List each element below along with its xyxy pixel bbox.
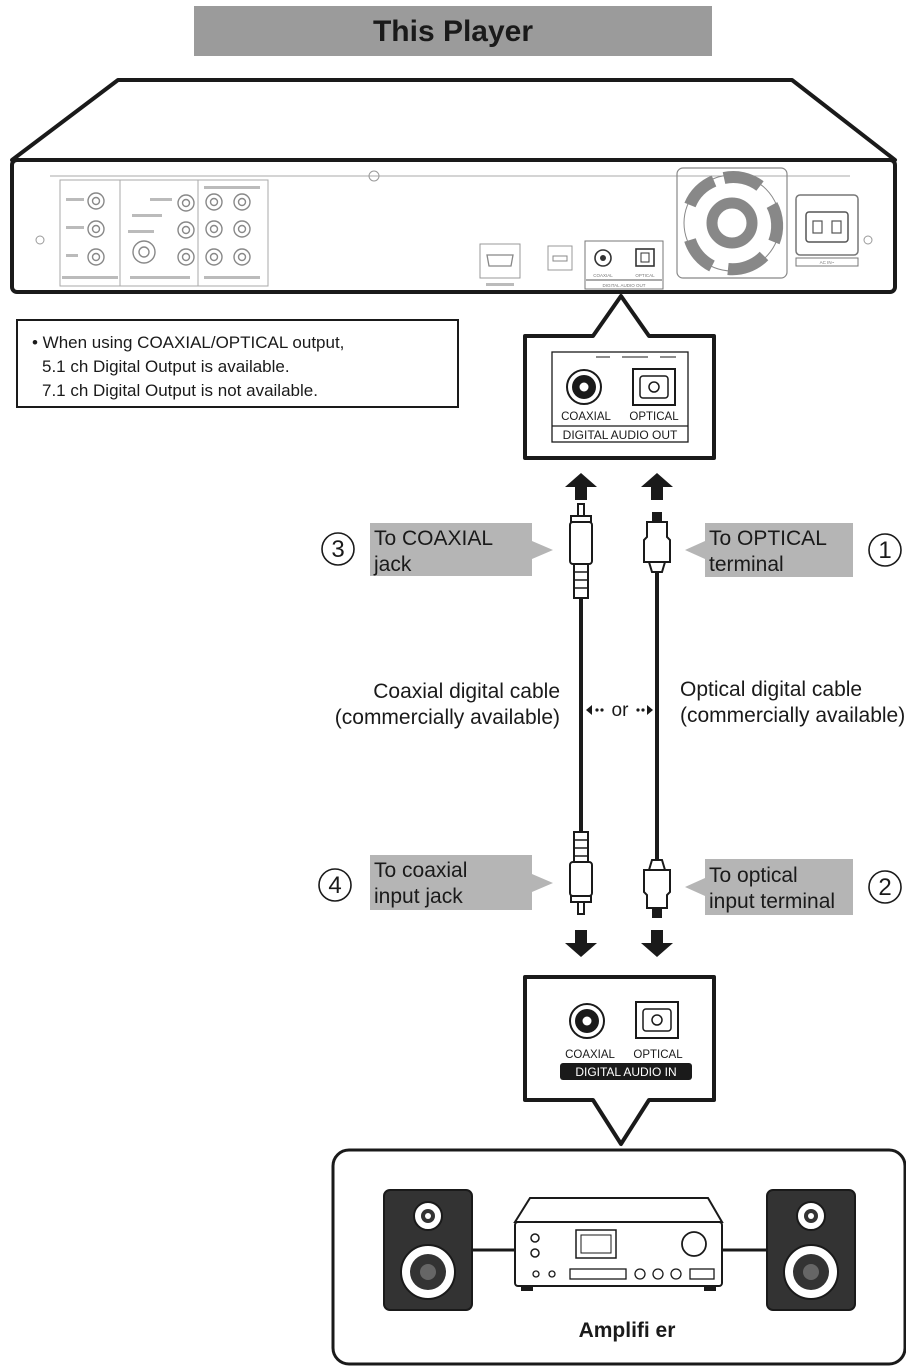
amp-digital-audio-in-label: DIGITAL AUDIO IN xyxy=(575,1065,676,1079)
player-optical-label: OPTICAL xyxy=(629,411,679,423)
coaxial-input-jack-icon xyxy=(569,1003,605,1039)
coaxial-plug-bottom xyxy=(569,831,593,915)
player-usb-port xyxy=(547,245,573,271)
player-hdmi-port xyxy=(479,243,521,286)
player-digital-audio-ports: COAXIAL OPTICAL DIGITAL AUDIO OUT xyxy=(584,240,664,290)
left-speaker-icon xyxy=(383,1189,473,1311)
player-output-callout: COAXIAL OPTICAL DIGITAL AUDIO OUT xyxy=(523,294,716,460)
player-small-coaxial-label: COAXIAL xyxy=(593,273,613,278)
step-2-line-1: To optical xyxy=(709,864,798,887)
amp-optical-label: OPTICAL xyxy=(633,1049,683,1061)
amplifier-label: Amplifi er xyxy=(579,1319,676,1342)
amplifier-input-callout: COAXIAL OPTICAL DIGITAL AUDIO IN xyxy=(523,975,716,1146)
coaxial-plug-top xyxy=(569,503,593,599)
step-4-number: 4 xyxy=(328,872,341,899)
or-text: or xyxy=(612,700,630,721)
player-coaxial-label: COAXIAL xyxy=(561,411,611,423)
title-banner: This Player xyxy=(194,6,712,56)
step-1-number: 1 xyxy=(878,537,891,564)
step-4-label: To coaxial input jack 4 xyxy=(318,855,553,910)
amplifier-unit-icon xyxy=(513,1197,724,1291)
optical-terminal-icon xyxy=(632,368,676,406)
step-1-label: To OPTICAL terminal 1 xyxy=(685,523,902,577)
optical-cable-line-1: Optical digital cable xyxy=(680,678,862,701)
step-1-line-2: terminal xyxy=(709,553,784,576)
step-3-line-2: jack xyxy=(373,553,412,576)
player-digital-audio-out-label: DIGITAL AUDIO OUT xyxy=(563,428,678,442)
optical-plug-top xyxy=(643,512,671,573)
step-3-label: To COAXIAL jack 3 xyxy=(321,523,553,576)
amplifier-box: Amplifi er xyxy=(331,1148,906,1366)
step-4-line-1: To coaxial xyxy=(374,859,467,882)
arrow-down-coaxial xyxy=(565,930,597,957)
coaxial-cable-line-2: (commercially available) xyxy=(335,706,560,729)
step-3-line-1: To COAXIAL xyxy=(374,527,493,550)
arrow-down-optical xyxy=(641,930,673,957)
coaxial-jack-icon xyxy=(566,369,602,405)
step-3-number: 3 xyxy=(331,536,344,563)
or-indicator: or xyxy=(586,700,653,721)
step-2-line-2: input terminal xyxy=(709,890,835,913)
amp-coaxial-label: COAXIAL xyxy=(565,1049,615,1061)
ac-inlet: AC IN~ xyxy=(795,194,859,267)
player-unit: COAXIAL OPTICAL DIGITAL AUDIO OUT AC IN~ xyxy=(10,78,897,294)
note-box: • When using COAXIAL/OPTICAL output, 5.1… xyxy=(16,319,459,408)
optical-plug-bottom xyxy=(643,859,671,918)
note-line-2: 5.1 ch Digital Output is available. xyxy=(42,357,290,376)
cooling-fan xyxy=(676,167,788,279)
page-title: This Player xyxy=(373,15,533,48)
step-2-number: 2 xyxy=(878,874,891,901)
step-2-label: To optical input terminal 2 xyxy=(685,859,902,915)
optical-input-terminal-icon xyxy=(635,1001,679,1039)
note-line-1: • When using COAXIAL/OPTICAL output, xyxy=(32,333,344,352)
step-4-line-2: input jack xyxy=(374,885,463,908)
ac-in-label: AC IN~ xyxy=(820,260,835,265)
player-analog-jacks xyxy=(59,179,269,287)
note-line-3: 7.1 ch Digital Output is not available. xyxy=(42,381,318,400)
coaxial-cable-line-1: Coaxial digital cable xyxy=(373,680,560,703)
optical-cable-line-2: (commercially available) xyxy=(680,704,905,727)
player-small-optical-label: OPTICAL xyxy=(635,273,655,278)
arrow-up-coaxial xyxy=(565,473,597,500)
step-1-line-1: To OPTICAL xyxy=(709,527,827,550)
player-small-band-label: DIGITAL AUDIO OUT xyxy=(602,283,645,288)
right-speaker-icon xyxy=(766,1189,856,1311)
arrow-up-optical xyxy=(641,473,673,500)
